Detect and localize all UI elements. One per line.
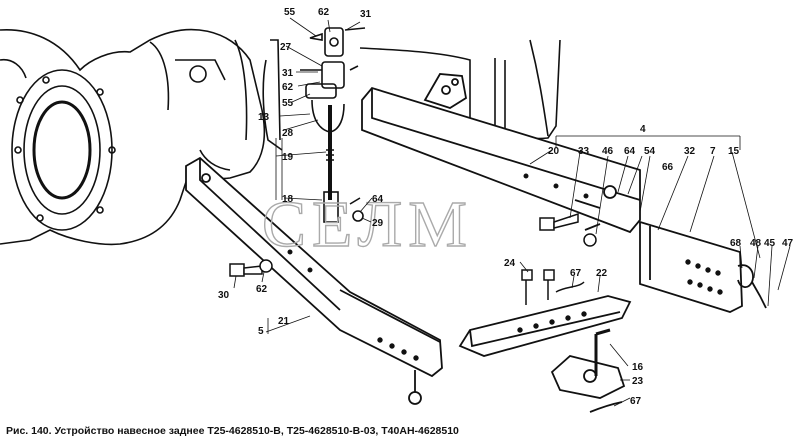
callout-24: 24 [504, 258, 516, 269]
right-link-extension [639, 220, 767, 313]
watermark: СЕЛМ [262, 188, 473, 261]
callout-48: 48 [750, 238, 762, 249]
callout-64-right: 64 [624, 146, 636, 157]
callout-30: 30 [218, 290, 230, 301]
callout-62-bolt: 62 [256, 284, 268, 295]
callout-68: 68 [730, 238, 742, 249]
callout-55-lower: 55 [282, 98, 294, 109]
callout-7: 7 [710, 146, 716, 157]
callout-18: 18 [282, 194, 294, 205]
callout-66: 66 [662, 162, 674, 173]
callout-16: 16 [632, 362, 644, 373]
callout-47: 47 [782, 238, 794, 249]
callout-5: 5 [258, 326, 264, 337]
callout-67: 67 [570, 268, 582, 279]
tractor-rear-housing [0, 28, 266, 246]
callout-28: 28 [282, 128, 294, 139]
callout-29: 29 [372, 218, 384, 229]
hitch-bracket [550, 328, 626, 413]
callout-46: 46 [602, 146, 614, 157]
callout-21: 21 [278, 316, 290, 327]
callout-31-lower: 31 [282, 68, 294, 79]
callout-33: 33 [578, 146, 590, 157]
callout-13: 13 [258, 112, 270, 123]
callout-labels: 55 62 31 27 31 62 55 13 28 19 18 64 29 3… [218, 7, 794, 407]
callout-15: 15 [728, 146, 740, 157]
callout-32: 32 [684, 146, 696, 157]
upper-link-assembly [300, 27, 366, 223]
callout-19: 19 [282, 152, 294, 163]
drawbar [458, 295, 632, 357]
callout-62-lower: 62 [282, 82, 294, 93]
bolts [229, 212, 597, 305]
callout-45: 45 [764, 238, 776, 249]
callout-22: 22 [596, 268, 608, 279]
right-lower-link [361, 73, 641, 234]
callout-55: 55 [284, 7, 296, 18]
callout-27: 27 [280, 42, 292, 53]
callout-20: 20 [548, 146, 560, 157]
callout-62: 62 [318, 7, 330, 18]
figure-caption: Рис. 140. Устройство навесное заднее Т25… [6, 425, 459, 437]
callout-23: 23 [632, 376, 644, 387]
leader-lines [233, 17, 791, 407]
callout-64: 64 [372, 194, 384, 205]
callout-67-bottom: 67 [630, 396, 642, 407]
callout-4: 4 [640, 124, 646, 135]
callout-31: 31 [360, 9, 372, 20]
left-lower-link [185, 156, 443, 405]
callout-54: 54 [644, 146, 656, 157]
